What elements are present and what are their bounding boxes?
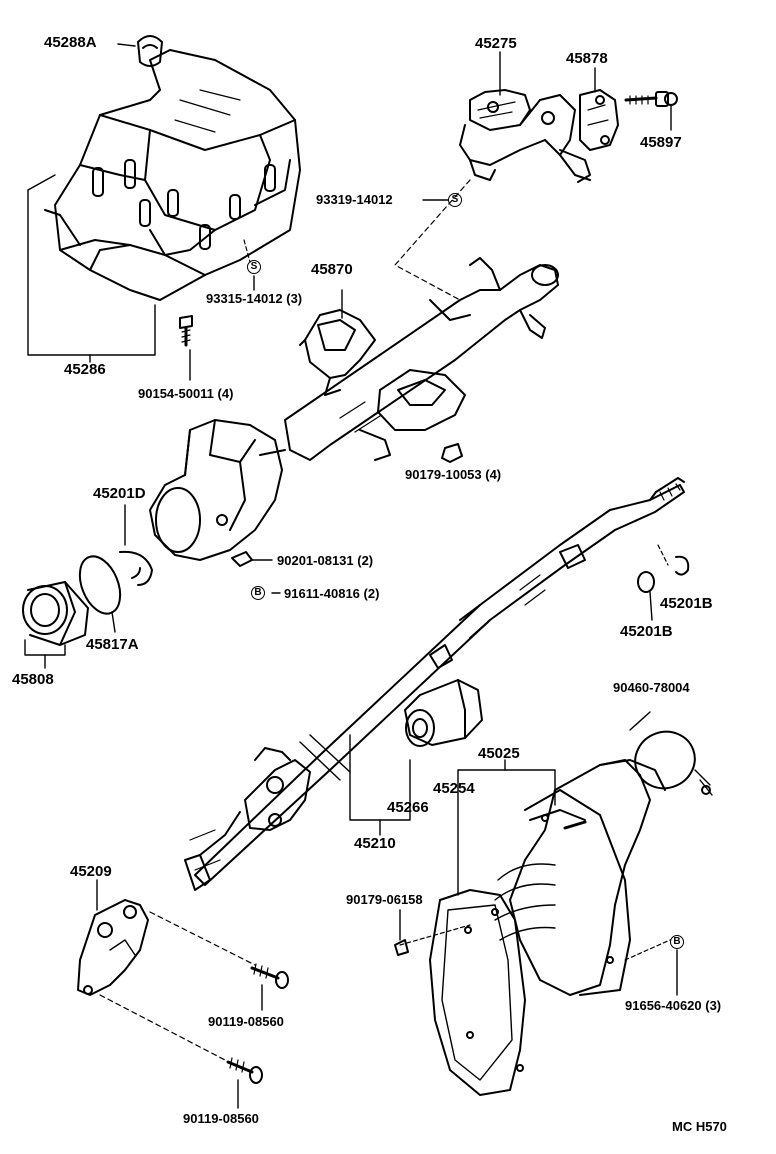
column-tube-drawing [149,257,559,561]
label-93315-14012: 93315-14012 (3) [206,291,303,306]
label-90179-06158: 90179-06158 [346,892,423,907]
snap-ring-45201D-drawing [119,550,153,586]
label-45266: 45266 [387,799,429,816]
label-45201B-lower: 45201B [620,623,673,640]
label-45808: 45808 [12,671,54,688]
label-90460-78004: 90460-78004 [613,680,690,695]
label-45897: 45897 [640,134,682,151]
nut-90179-drawing [441,443,463,463]
label-93319-14012: 93319-14012 [316,192,393,207]
screw-90154-drawing [179,315,193,347]
marker-s-93315: S [247,260,261,274]
marker-b-91656: B [670,935,684,949]
bolt-90119-a-drawing [250,963,289,989]
boot-assembly-drawing [429,730,713,1096]
marker-s-93319: S [448,193,462,207]
label-90154-50011: 90154-50011 (4) [138,386,234,401]
bearing-45808-drawing [22,581,89,646]
label-45817A: 45817A [86,636,139,653]
switch-bracket-drawing [459,89,678,183]
label-45025: 45025 [478,745,520,762]
label-45201B-upper: 45201B [660,595,713,612]
label-45870: 45870 [311,261,353,278]
label-45254: 45254 [433,780,475,797]
main-shaft-drawing [184,477,685,891]
leader-45286 [27,189,156,356]
label-45275: 45275 [475,35,517,52]
yoke-45209-drawing [77,899,149,996]
label-45209: 45209 [70,863,112,880]
snap-ring-45201B-b-drawing [637,571,655,593]
label-90201-08131: 90201-08131 (2) [277,553,374,568]
label-91611-40816: 91611-40816 (2) [284,586,380,601]
bushing-45266-drawing [404,679,483,747]
label-90179-10053: 90179-10053 (4) [405,467,502,482]
marker-b-91611: B [251,586,265,600]
label-90119-08560-a: 90119-08560 [208,1014,284,1029]
diagram-code: MC H570 [672,1119,727,1134]
label-45288A: 45288A [44,34,97,51]
bolt-90119-b-drawing [226,1057,263,1084]
screw-90201-drawing [231,551,253,567]
o-ring-45817A-drawing [78,555,122,615]
label-45210: 45210 [354,835,396,852]
nut-90179-06158-drawing [394,939,409,956]
label-45201D: 45201D [93,485,146,502]
snap-ring-45201B-a-drawing [675,555,690,576]
label-45286: 45286 [64,361,106,378]
label-45878: 45878 [566,50,608,67]
label-90119-08560-b: 90119-08560 [183,1111,259,1126]
label-91656-40620: 91656-40620 (3) [625,998,722,1013]
column-cover-drawing [44,35,301,301]
